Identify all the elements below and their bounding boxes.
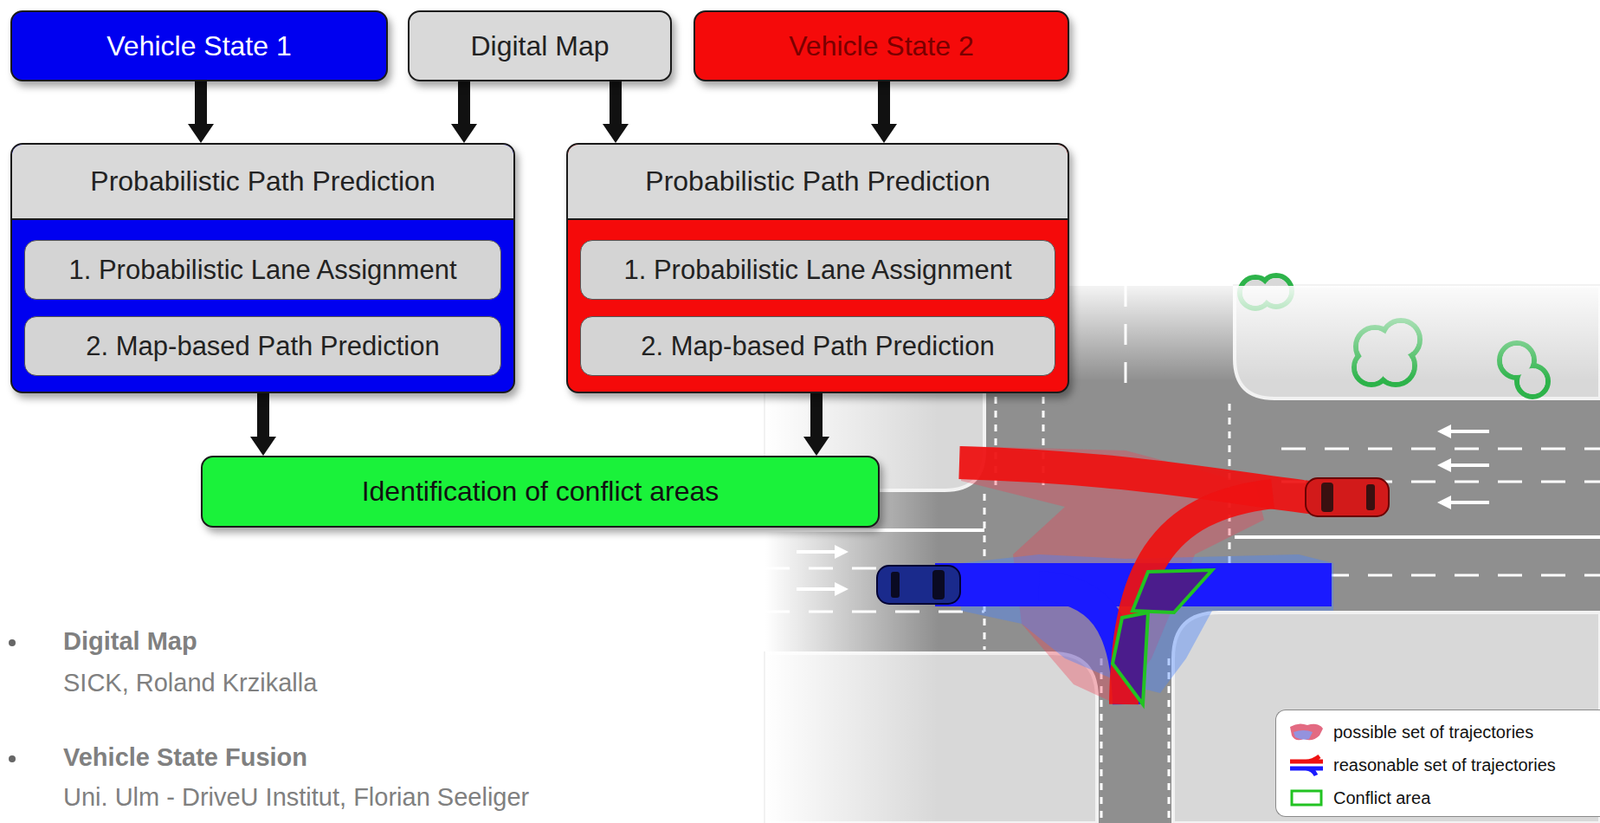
box-text: 2. Map-based Path Prediction: [85, 330, 439, 362]
legend-box: possible set of trajectories reasonable s…: [1275, 709, 1600, 817]
process-box: Digital Map: [407, 10, 672, 82]
trajectories: [935, 445, 1334, 704]
process-box: Identification of conflict areas: [200, 455, 880, 528]
box-text: Probabilistic Path Prediction: [90, 165, 435, 198]
legend-text: reasonable set of trajectories: [1333, 754, 1556, 775]
flow-arrow: [257, 393, 270, 437]
step-box: 2. Map-based Path Prediction: [24, 316, 502, 376]
prediction-panel: Probabilistic Path Prediction 1. Probabil…: [566, 142, 1070, 394]
credit-text: Uni. Ulm - DriveU Institut, Florian Seel…: [63, 782, 530, 812]
blue-car: [877, 565, 961, 604]
credit-text: SICK, Roland Krzikalla: [63, 668, 317, 697]
process-box: Vehicle State 1: [10, 10, 388, 82]
legend-text: Conflict area: [1333, 787, 1431, 808]
legend-sample: [1286, 752, 1327, 777]
box-text: 1. Probabilistic Lane Assignment: [623, 254, 1012, 286]
conflict-area: [1112, 612, 1149, 704]
flow-arrow: [877, 81, 891, 124]
legend-sample: [1286, 785, 1327, 810]
legend-row: Conflict area: [1286, 780, 1600, 814]
bullet: [8, 638, 16, 646]
legend-text: possible set of trajectories: [1333, 722, 1534, 742]
box-text: 1. Probabilistic Lane Assignment: [68, 254, 457, 286]
box-text: 2. Map-based Path Prediction: [640, 330, 994, 362]
box-text: Probabilistic Path Prediction: [645, 165, 990, 198]
step-box: 1. Probabilistic Lane Assignment: [24, 239, 502, 300]
flow-arrow: [810, 393, 823, 437]
flow-arrow: [458, 81, 471, 124]
flow-arrow: [194, 81, 207, 124]
legend-row: reasonable set of trajectories: [1286, 748, 1600, 781]
prediction-panel: Probabilistic Path Prediction 1. Probabil…: [10, 142, 516, 394]
credit-heading: Digital Map: [63, 626, 198, 656]
panel-header: Probabilistic Path Prediction: [12, 144, 514, 220]
credit-heading: Vehicle State Fusion: [63, 742, 308, 772]
step-box: 1. Probabilistic Lane Assignment: [580, 239, 1056, 300]
conflict-area: [1132, 569, 1213, 613]
legend-sample: [1286, 719, 1327, 744]
bullet: [8, 754, 16, 762]
box-text: Vehicle State 2: [788, 30, 974, 63]
legend-row: possible set of trajectories: [1286, 715, 1600, 749]
red-car: [1305, 477, 1389, 517]
box-text: Vehicle State 1: [106, 30, 291, 63]
step-box: 2. Map-based Path Prediction: [580, 316, 1056, 376]
process-box: Vehicle State 2: [693, 10, 1070, 82]
box-text: Digital Map: [470, 30, 609, 63]
box-text: Identification of conflict areas: [361, 475, 720, 508]
flow-arrow: [609, 81, 622, 124]
panel-header: Probabilistic Path Prediction: [567, 144, 1068, 220]
